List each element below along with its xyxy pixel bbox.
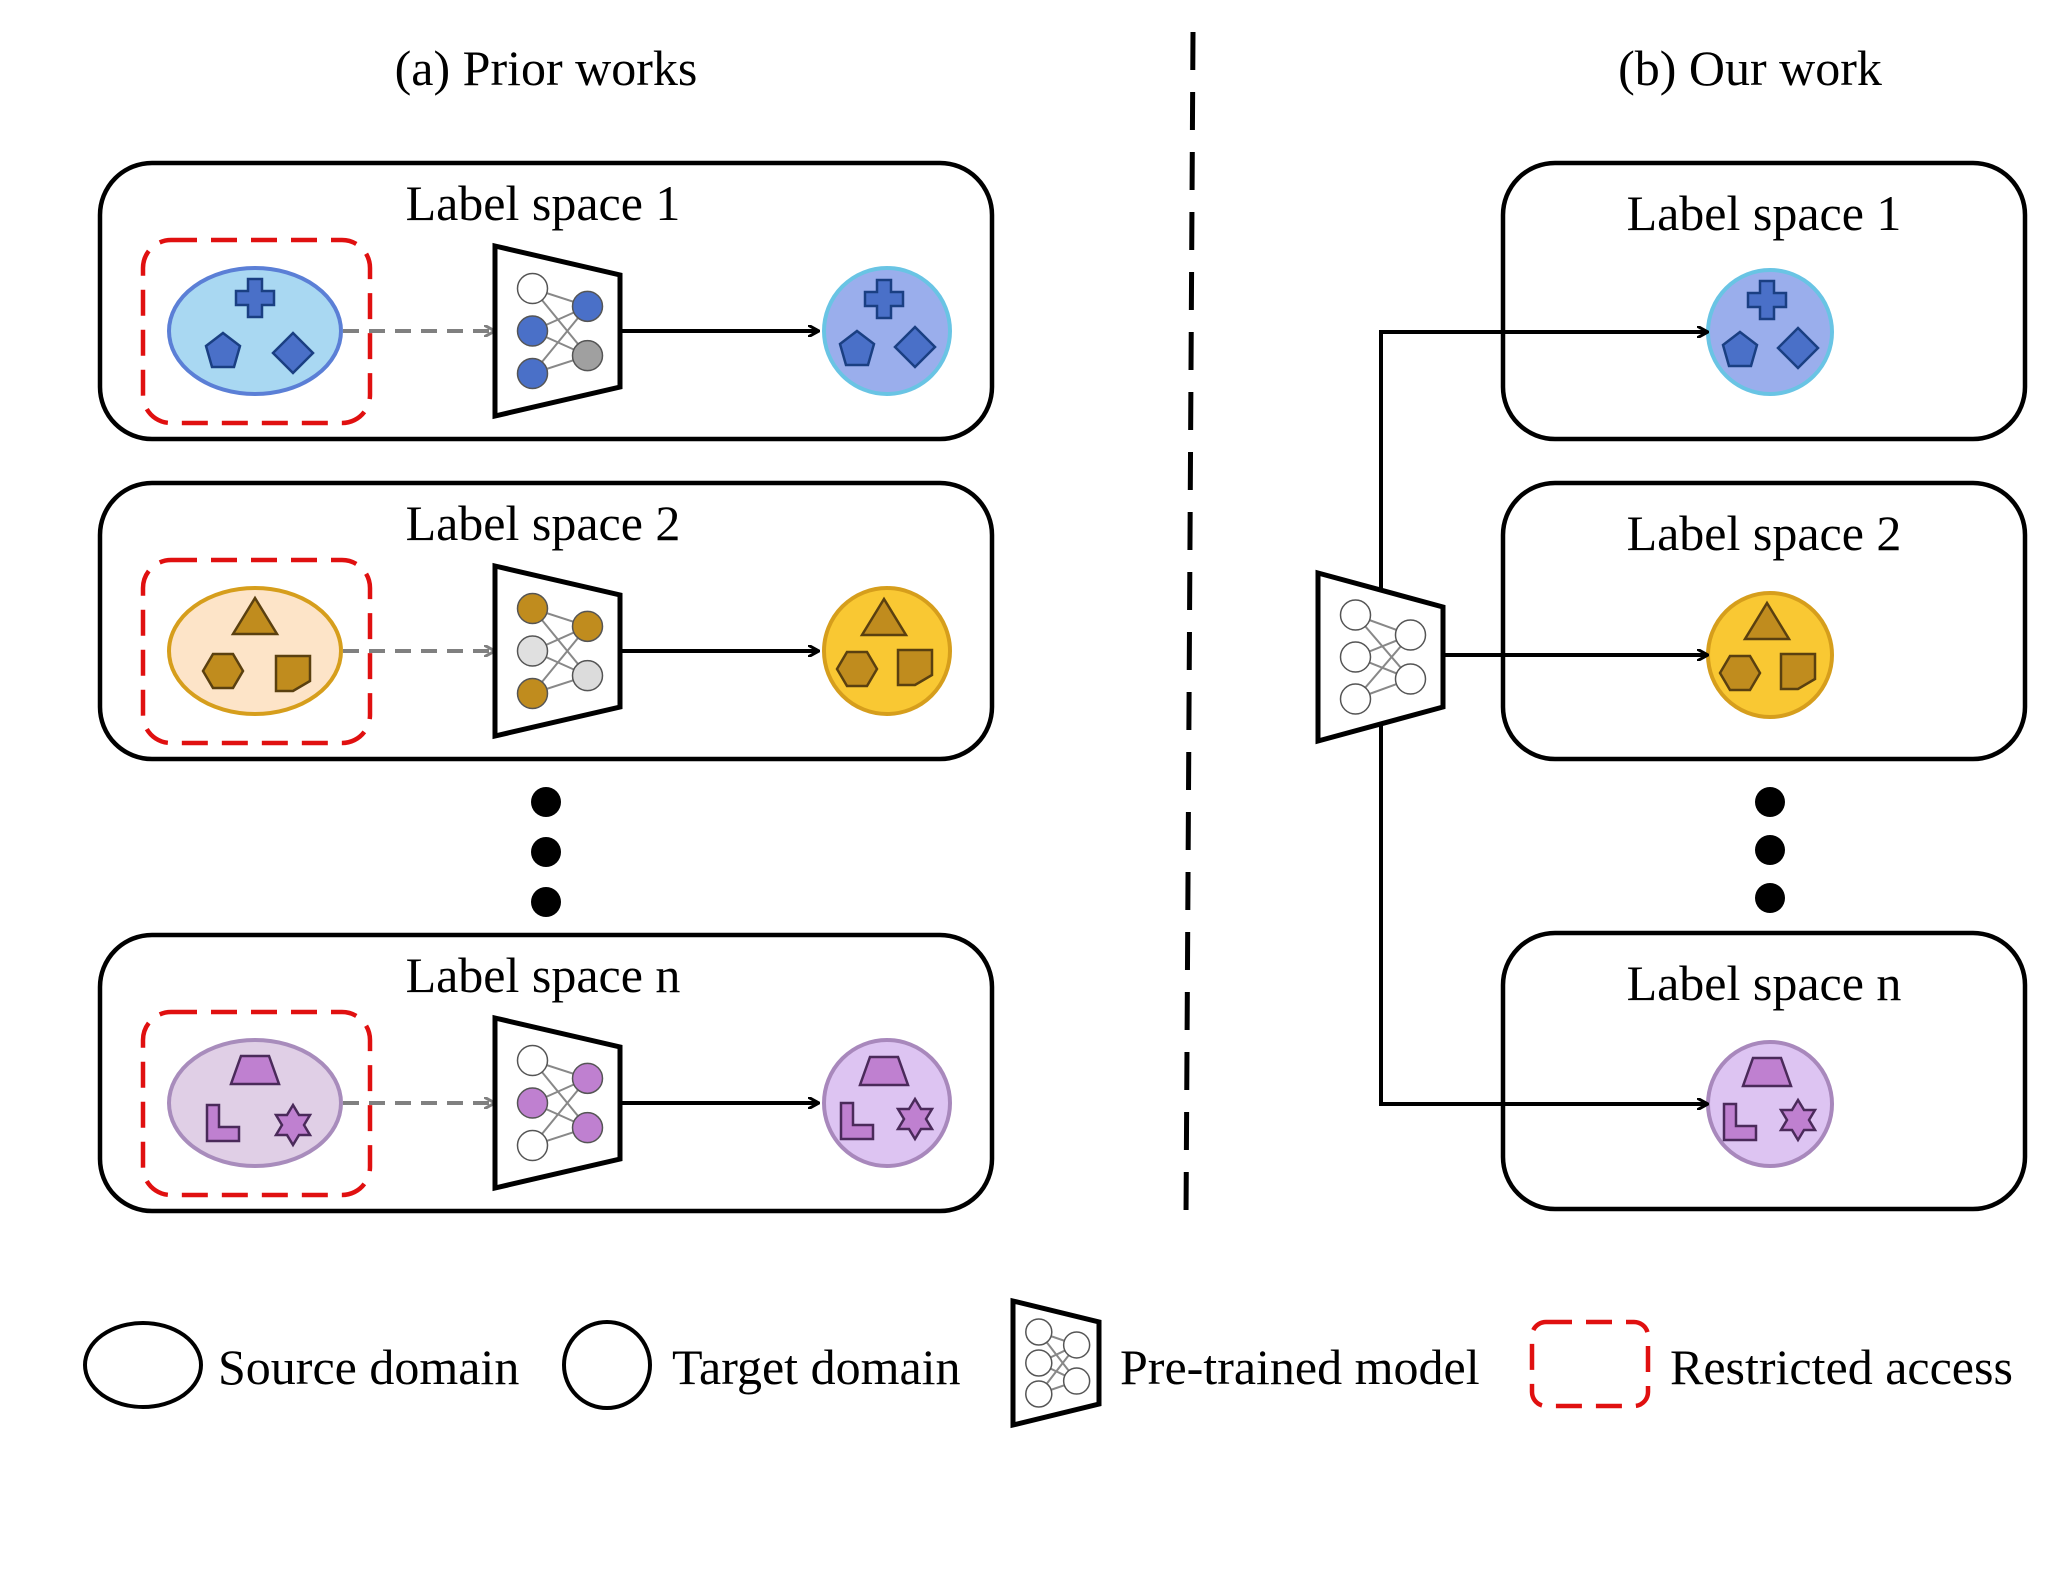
model-to-label-space-arrows — [1379, 332, 1707, 1104]
network-node — [571, 290, 604, 323]
pretrained-model-icon — [1315, 569, 1446, 745]
network-node — [1025, 1318, 1053, 1346]
network-node — [571, 610, 604, 643]
label-space-title: Label space 1 — [406, 175, 681, 231]
panel-divider — [1183, 31, 1196, 1219]
network-node — [516, 1044, 549, 1077]
restricted-access-box — [140, 557, 373, 746]
trapezoid-icon — [1741, 1056, 1793, 1088]
network-node — [1394, 663, 1427, 695]
label-space-box: Label space 2 — [97, 480, 995, 762]
hexagon-icon — [1718, 654, 1762, 692]
legend-label-target: Target domain — [672, 1339, 961, 1395]
network-node — [516, 1129, 549, 1162]
arrow-to-label-space-n — [1379, 722, 1707, 1104]
network-node — [1025, 1380, 1053, 1408]
network-node — [516, 635, 549, 667]
label-space-box: Label space 2 — [1500, 480, 2028, 762]
arrow-to-label-space-1 — [1379, 332, 1707, 588]
pretrained-model-icon — [492, 242, 623, 420]
network-node — [1062, 1367, 1091, 1395]
network-node — [516, 677, 549, 710]
label-space-box: Label space 1 — [97, 160, 995, 442]
network-node — [1394, 619, 1427, 651]
network-node — [1339, 683, 1372, 715]
trapezoid-icon — [858, 1055, 910, 1087]
label-space-title: Label space n — [406, 947, 681, 1003]
model-trapezoid — [1315, 569, 1446, 745]
label-space-title: Label space 1 — [1627, 185, 1902, 241]
target-domain-legend-icon — [562, 1320, 652, 1410]
legend-label-restricted: Restricted access — [1670, 1339, 2013, 1395]
model-trapezoid — [492, 1014, 623, 1192]
trapezoid-icon — [229, 1054, 281, 1086]
pretrained-model-icon — [492, 562, 623, 740]
label-space-title: Label space n — [1627, 955, 1902, 1011]
model-trapezoid — [492, 242, 623, 420]
ellipsis-dot — [531, 887, 561, 917]
ellipsis-dot — [531, 837, 561, 867]
network-node — [571, 339, 604, 372]
label-space-box: Label space n — [97, 932, 995, 1214]
left-ellipsis-dots — [531, 787, 561, 917]
restricted-access-legend-icon — [1529, 1319, 1651, 1409]
pretrained-model-legend-icon — [1010, 1297, 1102, 1429]
right-ellipsis-dots — [1755, 787, 1785, 913]
restricted-access-box — [140, 1009, 373, 1198]
network-node — [1339, 641, 1372, 673]
ellipsis-dot — [1755, 883, 1785, 913]
legend-label-source: Source domain — [218, 1339, 519, 1395]
right-panel-title: (b) Our work — [1618, 40, 1882, 96]
network-node — [1025, 1349, 1053, 1377]
network-node — [571, 1062, 604, 1095]
network-node — [516, 1087, 549, 1119]
source-domain-legend-icon — [83, 1321, 203, 1409]
label-space-title: Label space 2 — [406, 495, 681, 551]
pretrained-model-icon — [1010, 1297, 1102, 1429]
shared-pretrained-model-icon — [1315, 569, 1446, 745]
left-panel: Label space 1 Label space 2 Label space n — [97, 160, 995, 1214]
legend-label-model: Pre-trained model — [1120, 1339, 1480, 1395]
ellipsis-dot — [531, 787, 561, 817]
left-panel-title: (a) Prior works — [395, 40, 698, 96]
restricted-access-box — [140, 237, 373, 426]
ellipsis-dot — [1755, 787, 1785, 817]
network-node — [1339, 599, 1372, 631]
label-space-box: Label space 1 — [1500, 160, 2028, 442]
label-space-box: Label space n — [1500, 930, 2028, 1212]
right-panel: Label space 1 Label space 2 Label space n — [1500, 160, 2028, 1212]
network-node — [516, 592, 549, 625]
network-node — [571, 659, 604, 692]
network-node — [1062, 1331, 1091, 1359]
legend: Source domain Target domain Pre-trained … — [83, 1297, 2013, 1429]
hexagon-icon — [835, 650, 879, 688]
pretrained-model-icon — [492, 1014, 623, 1192]
label-space-title: Label space 2 — [1627, 505, 1902, 561]
network-node — [516, 272, 549, 305]
network-node — [516, 357, 549, 390]
network-node — [516, 315, 549, 347]
hexagon-icon — [201, 652, 245, 690]
model-trapezoid — [492, 562, 623, 740]
ellipsis-dot — [1755, 835, 1785, 865]
network-node — [571, 1111, 604, 1144]
